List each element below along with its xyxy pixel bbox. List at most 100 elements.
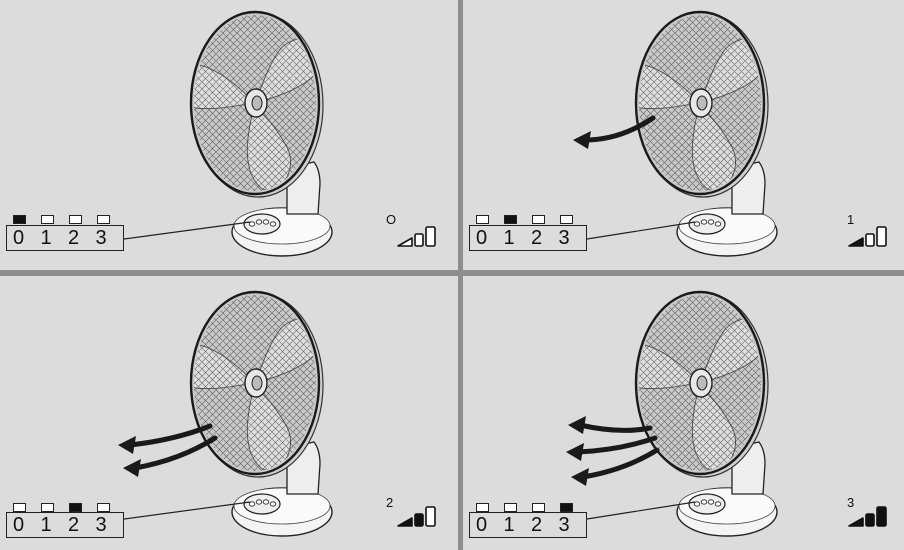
switch-label-0: 0 <box>13 514 25 536</box>
button-pressed-indicator <box>13 215 26 224</box>
connector-line <box>123 221 251 240</box>
speed-level-label: 1 <box>847 212 855 227</box>
fan-control-knob <box>262 219 270 225</box>
speed-bar-1 <box>848 237 864 247</box>
button-indicator-row <box>476 215 588 224</box>
airflow-arrow <box>582 115 656 143</box>
button-released-indicator <box>97 215 110 224</box>
button-indicator-row <box>13 215 125 224</box>
fan-hub-center <box>251 375 263 391</box>
switch-label-3: 3 <box>95 514 107 536</box>
airflow-arrow <box>127 423 213 448</box>
fan-control-knob <box>255 499 263 505</box>
fan-control-knob <box>693 221 701 227</box>
button-released-indicator <box>560 215 573 224</box>
airflow-arrow <box>577 422 653 433</box>
switch-label-3: 3 <box>558 227 570 249</box>
speed-bar-1 <box>397 237 413 247</box>
switch-label-2: 2 <box>68 227 80 249</box>
switch-label-1: 1 <box>503 227 515 249</box>
fan-mesh <box>639 15 761 191</box>
fan-control-knob <box>255 219 263 225</box>
speed-level-label: 3 <box>847 495 855 510</box>
switch-label-1: 1 <box>503 514 515 536</box>
panel-illustration <box>123 10 436 257</box>
speed-bar-3 <box>425 506 436 527</box>
speed-bar-3 <box>425 226 436 247</box>
panel-illustration <box>573 10 887 257</box>
button-released-indicator <box>476 215 489 224</box>
speed-level-label: O <box>386 212 397 227</box>
airflow-arrowhead <box>118 436 136 454</box>
speed-bar-1 <box>848 517 864 527</box>
speed-level-icon <box>397 506 436 527</box>
switch-label-2: 2 <box>531 227 543 249</box>
switch-label-3: 3 <box>95 227 107 249</box>
button-released-indicator <box>41 503 54 512</box>
fan-control-knob <box>714 501 722 507</box>
fan <box>189 10 333 257</box>
speed-level-label: 2 <box>386 495 394 510</box>
fan <box>634 290 778 537</box>
fan-control-knob <box>707 219 715 225</box>
speed-bar-3 <box>876 506 887 527</box>
fan-control-panel <box>688 213 726 235</box>
airflow-arrow <box>132 435 218 471</box>
fan <box>189 290 333 537</box>
speed-level-icon <box>397 226 436 247</box>
airflow-arrow <box>575 435 658 455</box>
fan-control-panel <box>243 213 281 235</box>
fan-control-knob <box>700 499 708 505</box>
airflow-arrowhead <box>571 468 589 486</box>
fan-control-panel <box>688 493 726 515</box>
switch-label-2: 2 <box>531 514 543 536</box>
connector-line <box>586 501 696 520</box>
fan <box>634 10 778 257</box>
connector-line <box>586 221 696 240</box>
fan-mesh <box>639 295 761 471</box>
button-released-indicator <box>476 503 489 512</box>
speed-bar-2 <box>865 513 875 527</box>
panel-illustration <box>118 290 436 537</box>
fan-mesh <box>194 15 316 191</box>
airflow-arrowhead <box>566 443 584 461</box>
button-released-indicator <box>13 503 26 512</box>
fan-mesh <box>194 295 316 471</box>
speed-level-icon <box>848 506 887 527</box>
airflow-arrowhead <box>573 131 591 149</box>
button-indicator-row <box>476 503 588 512</box>
fan-hub-center <box>696 95 708 111</box>
button-released-indicator <box>97 503 110 512</box>
button-pressed-indicator <box>560 503 573 512</box>
panel-illustration <box>566 290 887 537</box>
fan-control-knob <box>269 221 277 227</box>
fan-hub-center <box>696 375 708 391</box>
fan-control-knob <box>248 221 256 227</box>
switch-label-2: 2 <box>68 514 80 536</box>
speed-bar-2 <box>414 513 424 527</box>
switch-label-0: 0 <box>476 514 488 536</box>
switch-label-0: 0 <box>476 227 488 249</box>
fan-control-knob <box>269 501 277 507</box>
switch-label-1: 1 <box>40 514 52 536</box>
switch-label-1: 1 <box>40 227 52 249</box>
switch-label-0: 0 <box>13 227 25 249</box>
fan-control-knob <box>262 499 270 505</box>
fan-control-panel <box>243 493 281 515</box>
fan-control-knob <box>248 501 256 507</box>
airflow-arrowhead <box>568 416 586 434</box>
button-pressed-indicator <box>504 215 517 224</box>
connector-line <box>123 501 251 520</box>
button-released-indicator <box>41 215 54 224</box>
button-released-indicator <box>532 215 545 224</box>
button-released-indicator <box>69 215 82 224</box>
